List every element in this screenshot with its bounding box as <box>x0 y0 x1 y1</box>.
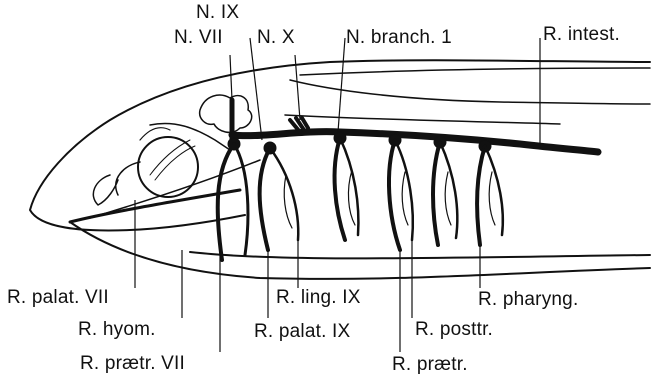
label-r-intest: R. intest. <box>543 25 620 44</box>
dorsal-line-2 <box>290 80 650 104</box>
label-r-posttr: R. posttr. <box>415 320 493 339</box>
label-n-x: N. X <box>257 28 295 47</box>
dorsal-line-1 <box>300 68 650 75</box>
label-r-palat-ix: R. palat. IX <box>254 322 350 341</box>
label-n-branch-1: N. branch. 1 <box>346 28 452 47</box>
label-r-hyom: R. hyom. <box>78 320 156 339</box>
label-n-vii: N. VII <box>174 28 223 47</box>
eye <box>138 137 198 197</box>
label-r-praetr: R. prætr. <box>392 355 468 374</box>
label-r-pharyng: R. pharyng. <box>478 290 578 309</box>
brain-outline <box>200 95 252 132</box>
nerve-trunk <box>232 132 598 152</box>
label-n-ix: N. IX <box>196 3 239 22</box>
label-r-praetr-vii: R. prætr. VII <box>80 354 185 373</box>
dorsal-line-3 <box>285 115 560 124</box>
skull-outline <box>93 123 230 205</box>
label-r-ling-ix: R. ling. IX <box>276 288 361 307</box>
ventral-line <box>190 252 650 258</box>
label-r-palat-vii: R. palat. VII <box>7 288 109 307</box>
lower-jaw-outline <box>70 222 650 279</box>
